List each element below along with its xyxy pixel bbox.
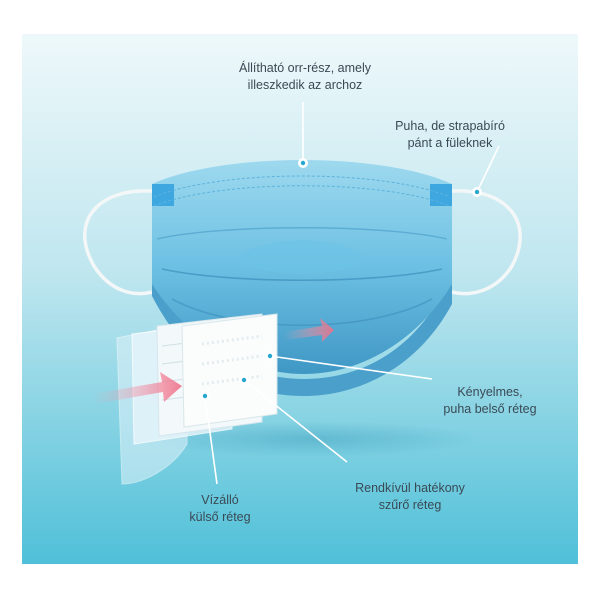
mask-illustration: [22, 34, 578, 564]
airflow-arrow-inner: [284, 318, 334, 342]
callout-dots: [200, 158, 482, 401]
inner-layer-label: Kényelmes, puha belső réteg: [425, 384, 555, 418]
filter-layer-label-line2: szűrő réteg: [378, 498, 442, 512]
ear-strap-label-line2: pánt a füleknek: [407, 136, 493, 150]
right-ear-loop: [441, 189, 522, 296]
leader-lines: [204, 102, 500, 485]
outer-layer-label-line1: Vízálló: [201, 493, 239, 507]
nose-piece-label: Állítható orr-rész, amely illeszkedik az…: [205, 60, 405, 94]
nose-piece-label-line2: illeszkedik az archoz: [247, 78, 363, 92]
inner-layer: [181, 313, 278, 428]
ear-strap-label: Puha, de strapabíró pánt a füleknek: [375, 118, 525, 152]
left-ear-loop: [83, 189, 163, 296]
inner-layer-label-line1: Kényelmes,: [457, 385, 523, 399]
left-corner-tab: [152, 184, 174, 206]
airflow-arrow-outer: [92, 372, 182, 404]
pleat-3: [171, 298, 433, 326]
filter-layer-label-line1: Rendkívül hatékony: [355, 481, 465, 495]
nose-piece-label-line1: Állítható orr-rész, amely: [239, 61, 371, 75]
pleat-1: [156, 227, 448, 240]
background-panel: [22, 34, 578, 564]
inner-layer-label-line2: puha belső réteg: [443, 402, 537, 416]
filter-layer-label: Rendkívül hatékony szűrő réteg: [340, 480, 480, 514]
outer-layer-label-line2: külső réteg: [189, 510, 251, 524]
pleat-2: [161, 268, 443, 282]
outer-layer-label: Vízálló külső réteg: [175, 492, 265, 526]
right-corner-tab: [430, 184, 452, 206]
ear-strap-label-line1: Puha, de strapabíró: [395, 119, 505, 133]
